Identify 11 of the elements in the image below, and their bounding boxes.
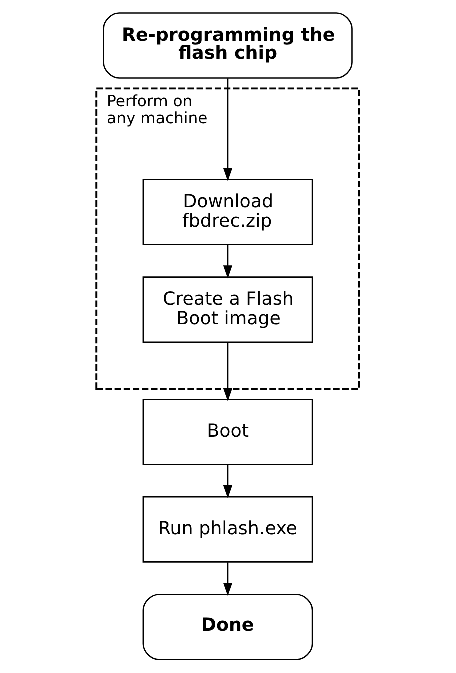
arrow	[223, 245, 233, 279]
node-box: Download fbdrec.zip	[142, 179, 314, 246]
arrow	[223, 78, 233, 182]
node-box: Create a Flash Boot image	[142, 276, 314, 343]
arrow	[223, 465, 233, 499]
arrow	[223, 562, 233, 596]
node-box: Boot	[142, 398, 314, 466]
node-box: Run phlash.exe	[142, 496, 314, 563]
node-box: Done	[142, 594, 314, 660]
node-box: Re-programming the flash chip	[103, 12, 353, 79]
arrow	[223, 342, 233, 402]
